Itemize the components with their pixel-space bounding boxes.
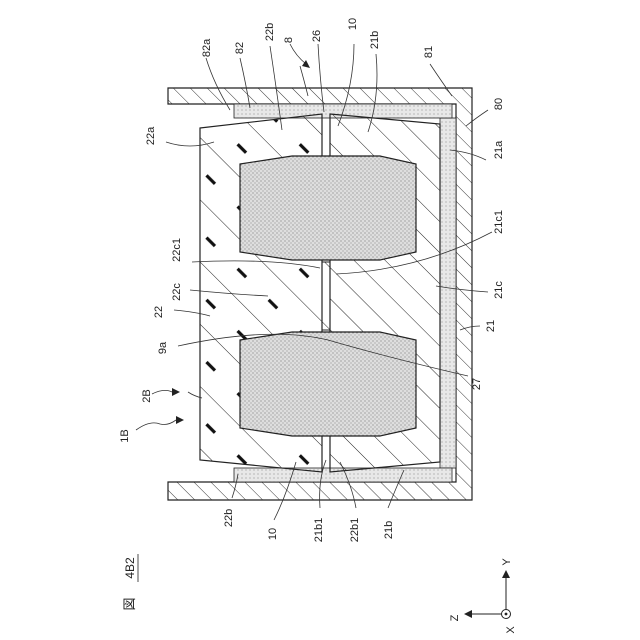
arrow-1B-icon	[136, 420, 176, 430]
figure-number: 4B2	[123, 557, 137, 579]
cell-upper	[240, 156, 416, 260]
label-21b1: 21b1	[313, 518, 325, 542]
label-22: 22	[153, 306, 165, 318]
arrow-2B-head-icon	[172, 388, 180, 396]
label-2B: 2B	[141, 389, 153, 402]
label-22b1: 22b1	[349, 518, 361, 542]
label-10-top: 10	[347, 18, 359, 30]
z-axis-arrow-icon	[464, 610, 472, 618]
arrow-1B-head-icon	[176, 416, 184, 424]
label-21a: 21a	[493, 140, 505, 159]
arrow-8-icon	[290, 44, 306, 64]
label-21c: 21c	[493, 281, 505, 299]
label-22a: 22a	[145, 126, 157, 145]
label-8: 8	[283, 37, 295, 43]
label-9a: 9a	[157, 341, 169, 354]
label-22c: 22c	[171, 283, 183, 301]
figure-char: 図	[123, 597, 138, 610]
label-10-bottom: 10	[267, 528, 279, 540]
coordinate-axes: Y Z X	[449, 558, 517, 634]
label-82: 82	[234, 42, 246, 54]
joint-27	[322, 262, 330, 330]
label-22c1: 22c1	[171, 238, 183, 262]
figure-caption: 図 4B2	[123, 554, 138, 611]
axis-y-label: Y	[501, 558, 513, 566]
axis-x-label: X	[505, 626, 517, 634]
x-axis-dot-icon	[505, 613, 508, 616]
label-21c1: 21c1	[493, 210, 505, 234]
label-81: 81	[423, 46, 435, 58]
label-26: 26	[311, 30, 323, 42]
label-80: 80	[493, 98, 505, 110]
label-22b-top: 22b	[264, 23, 276, 41]
axis-z-label: Z	[449, 614, 461, 621]
cell-lower	[240, 332, 416, 436]
adhesive-layer-80	[440, 118, 456, 468]
label-21b-bottom: 21b	[383, 521, 395, 539]
label-22b-bottom: 22b	[223, 509, 235, 527]
label-82a: 82a	[201, 38, 213, 57]
label-21: 21	[485, 320, 497, 332]
y-axis-arrow-icon	[502, 570, 510, 578]
label-27: 27	[471, 378, 483, 390]
label-1B: 1B	[119, 429, 131, 442]
arrow-2B-icon	[152, 390, 172, 394]
label-21b-top: 21b	[369, 31, 381, 49]
